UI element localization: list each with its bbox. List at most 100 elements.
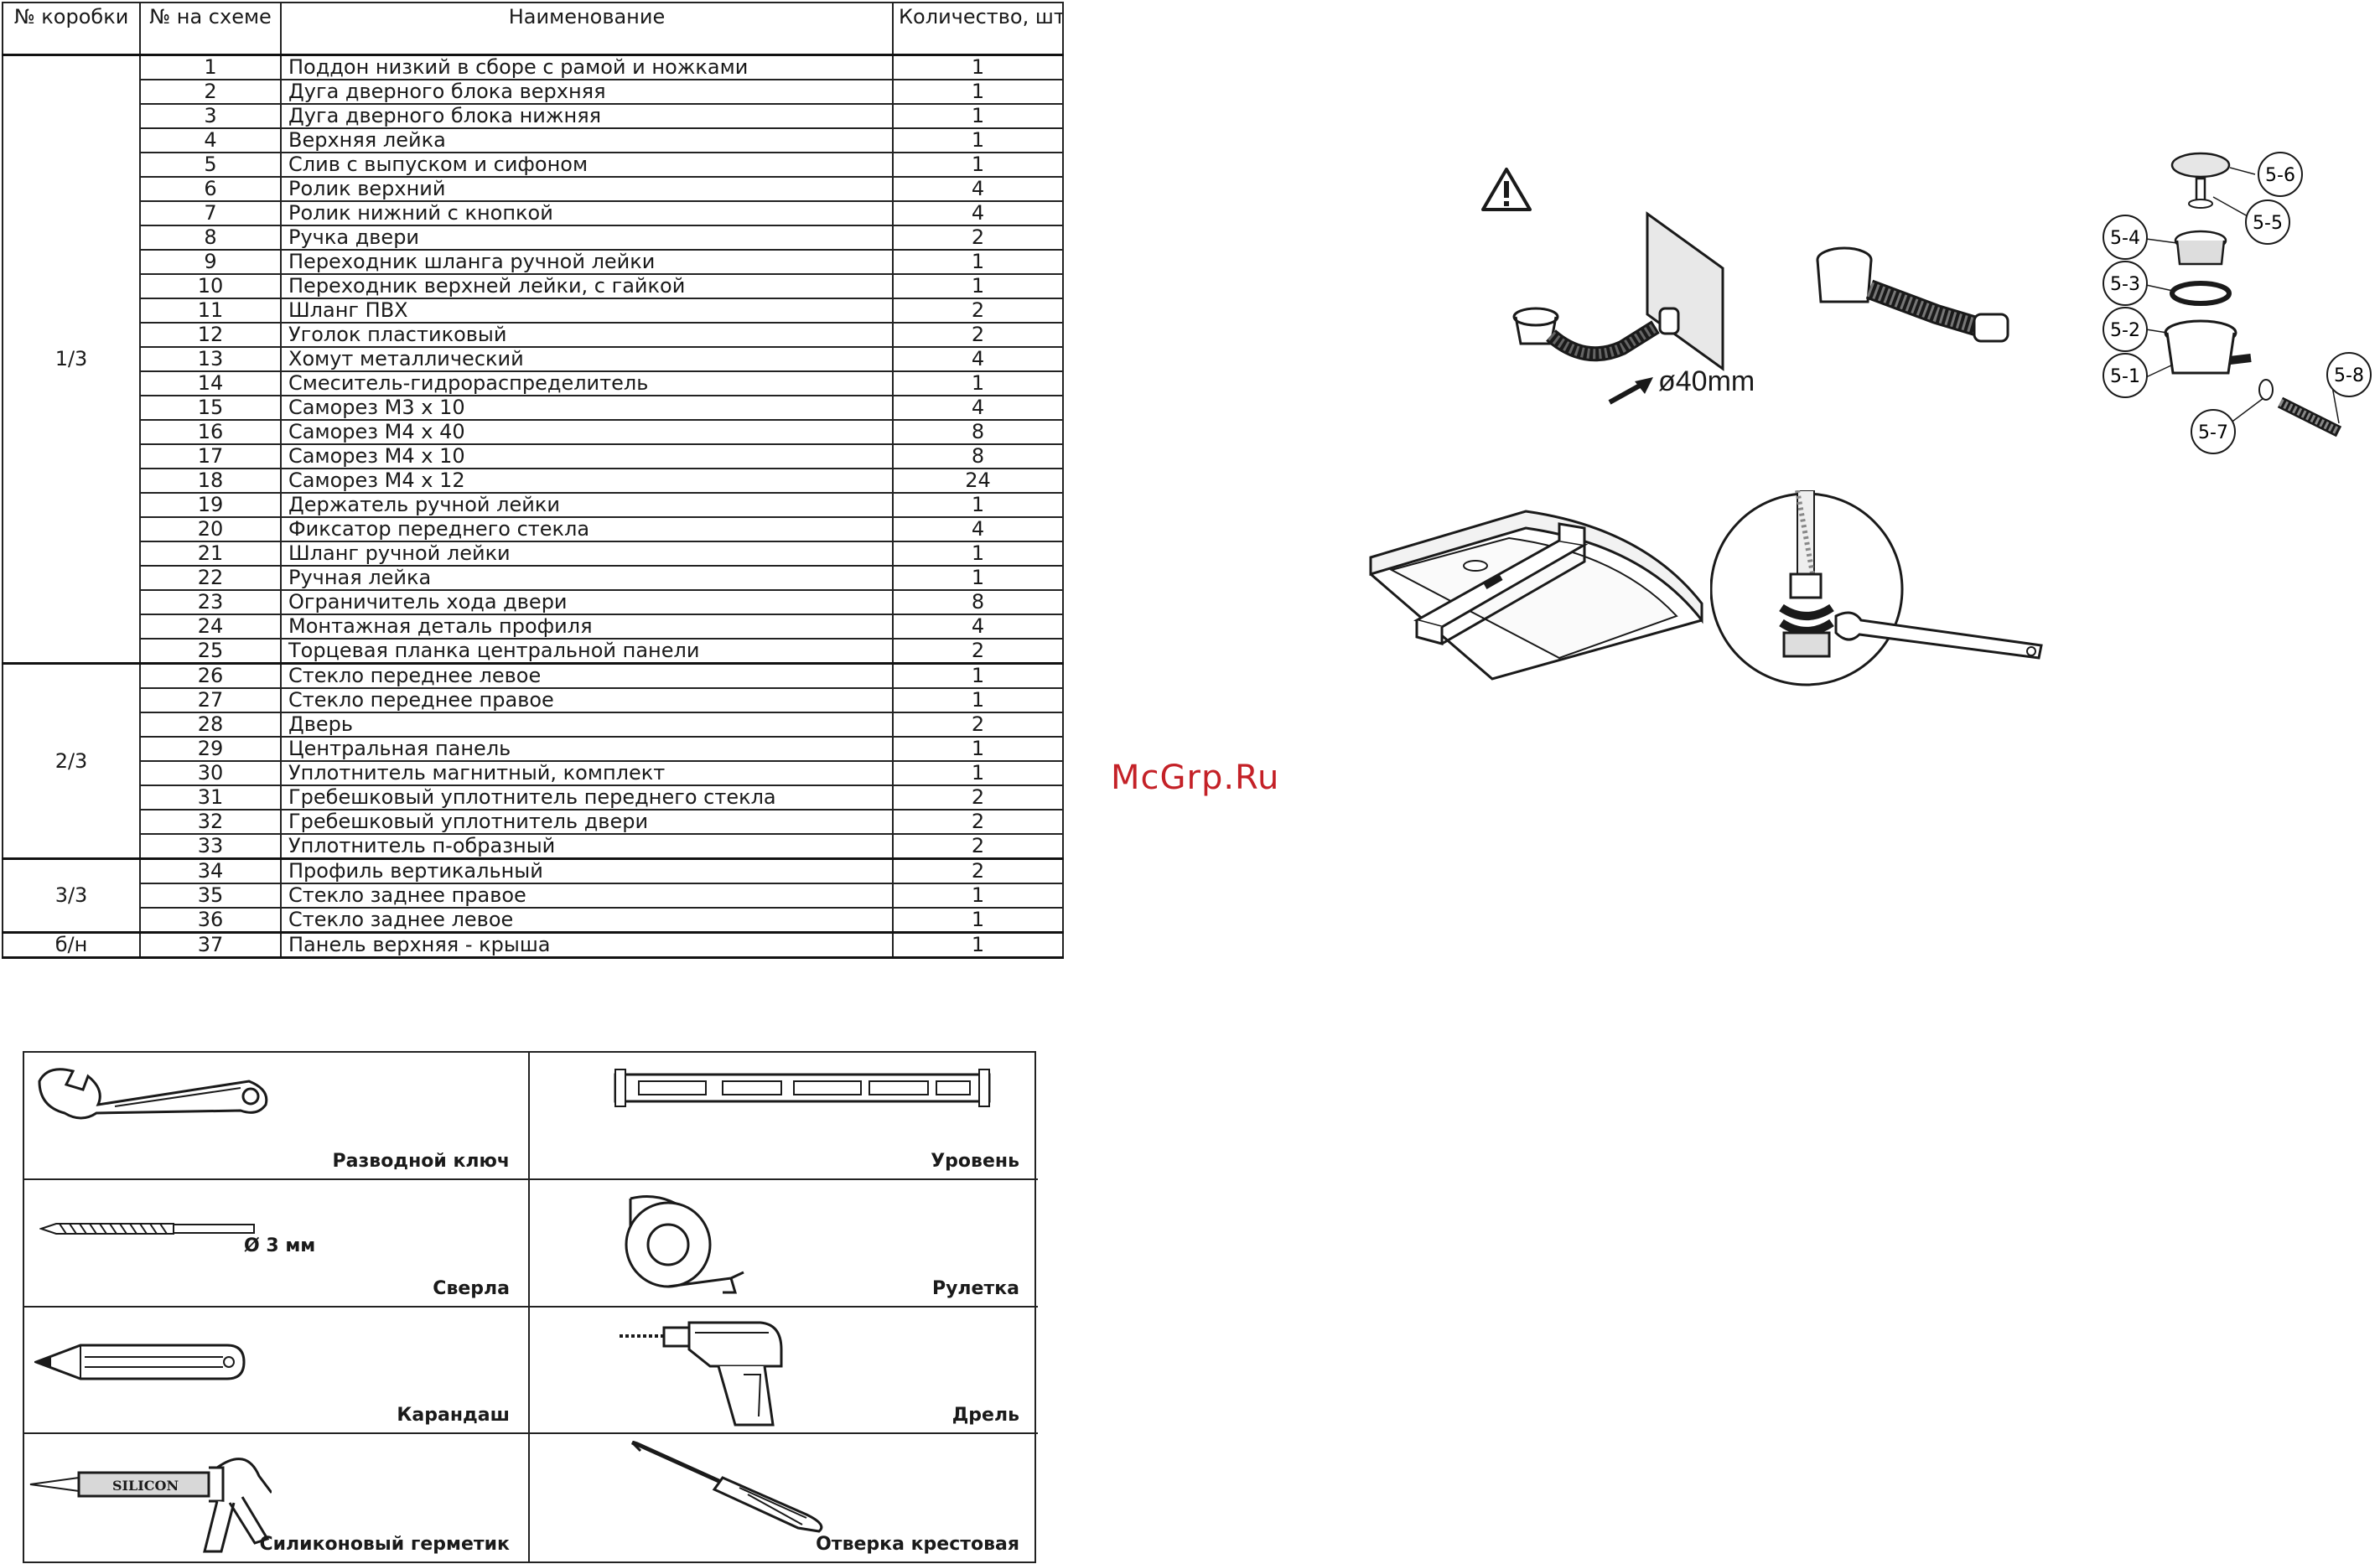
svg-text:5-7: 5-7 [2198, 422, 2228, 443]
tool-wrench: Разводной ключ [24, 1053, 530, 1180]
tool-tape: Рулетка [530, 1180, 1038, 1308]
scheme-number: 7 [139, 200, 282, 226]
scheme-number: 34 [139, 857, 282, 884]
part-name: Центральная панель [280, 736, 894, 762]
part-name: Держатель ручной лейки [280, 492, 894, 518]
part-quantity: 1 [892, 152, 1064, 178]
header-qty: Количество, шт [892, 2, 1064, 56]
tools-table: Разводной ключ Уровень Ø 3 мм Сверла [23, 1051, 1038, 1563]
callout-5-5: 5-5 [2245, 199, 2290, 245]
scheme-number: 36 [139, 907, 282, 934]
tray-level-figure [1369, 510, 1703, 681]
part-name: Ролик верхний [280, 176, 894, 202]
part-name: Ручная лейка [280, 565, 894, 591]
scheme-number: 8 [139, 225, 282, 251]
part-name: Профиль вертикальный [280, 857, 894, 884]
watermark: McGrp.Ru [1111, 759, 1280, 797]
part-quantity: 1 [892, 662, 1064, 689]
part-name: Саморез М4 х 10 [280, 443, 894, 469]
scheme-number: 35 [139, 883, 282, 909]
scheme-number: 10 [139, 273, 282, 299]
scheme-number: 29 [139, 736, 282, 762]
svg-text:5-6: 5-6 [2265, 165, 2295, 186]
box-number: 3/3 [2, 857, 141, 934]
part-quantity: 1 [892, 907, 1064, 934]
scheme-number: 23 [139, 589, 282, 615]
scheme-number: 17 [139, 443, 282, 469]
pencil-icon [34, 1344, 246, 1380]
part-name: Саморез М4 х 40 [280, 419, 894, 445]
callout-5-6: 5-6 [2258, 152, 2303, 197]
svg-text:5-8: 5-8 [2334, 365, 2364, 386]
tool-label-tape: Рулетка [931, 1277, 1019, 1299]
part-quantity: 4 [892, 346, 1064, 372]
sealant-tube-label: SILICON [112, 1478, 179, 1494]
phillips-screwdriver-icon [630, 1441, 823, 1533]
part-quantity: 4 [892, 614, 1064, 640]
scheme-number: 27 [139, 687, 282, 713]
callout-5-8: 5-8 [2326, 352, 2372, 397]
scheme-number: 32 [139, 809, 282, 835]
callout-5-1: 5-1 [2103, 353, 2148, 398]
part-quantity: 1 [892, 736, 1064, 762]
part-quantity: 2 [892, 225, 1064, 251]
box-number: 1/3 [2, 54, 141, 665]
part-name: Стекло переднее левое [280, 662, 894, 689]
part-name: Саморез М4 х 12 [280, 468, 894, 494]
part-name: Уголок пластиковый [280, 322, 894, 348]
tool-label-sealant: Силиконовый герметик [259, 1534, 510, 1555]
svg-text:5-1: 5-1 [2110, 366, 2140, 387]
part-quantity: 2 [892, 322, 1064, 348]
part-name: Переходник верхней лейки, с гайкой [280, 273, 894, 299]
scheme-number: 4 [139, 127, 282, 153]
scheme-number: 11 [139, 298, 282, 324]
scheme-number: 33 [139, 833, 282, 860]
tool-label-screwdriver: Отверка крестовая [816, 1534, 1019, 1555]
part-name: Шланг ПВХ [280, 298, 894, 324]
scheme-number: 5 [139, 152, 282, 178]
svg-text:5-4: 5-4 [2110, 228, 2140, 249]
part-quantity: 1 [892, 79, 1064, 105]
part-quantity: 8 [892, 589, 1064, 615]
part-name: Поддон низкий в сборе с рамой и ножками [280, 54, 894, 80]
part-name: Стекло переднее правое [280, 687, 894, 713]
scheme-number: 6 [139, 176, 282, 202]
parts-table: № коробки № на схеме Наименование Количе… [2, 2, 1064, 959]
scheme-number: 9 [139, 249, 282, 275]
pipe-diameter-label: ø40mm [1658, 365, 1755, 397]
part-quantity: 8 [892, 419, 1064, 445]
part-name: Дуга дверного блока верхняя [280, 79, 894, 105]
part-quantity: 1 [892, 273, 1064, 299]
parts-table-header: № коробки № на схеме Наименование Количе… [2, 2, 1064, 56]
callout-5-2: 5-2 [2103, 307, 2148, 352]
siphon-exploded-figure: 5-6 5-5 5-4 5-3 5-2 5-1 5-7 5-8 [2103, 152, 2372, 454]
scheme-number: 22 [139, 565, 282, 591]
scheme-number: 13 [139, 346, 282, 372]
adjustable-wrench-icon [38, 1068, 268, 1120]
part-name: Ограничитель хода двери [280, 589, 894, 615]
scheme-number: 19 [139, 492, 282, 518]
part-quantity: 24 [892, 468, 1064, 494]
box-number: б/н [2, 931, 141, 959]
part-quantity: 1 [892, 103, 1064, 129]
part-name: Дверь [280, 712, 894, 738]
warning-icon [1481, 168, 1532, 211]
drill-bit-size: Ø 3 мм [244, 1235, 316, 1256]
part-name: Верхняя лейка [280, 127, 894, 153]
tool-label-drill-bits: Сверла [433, 1277, 510, 1299]
tool-label-level: Уровень [931, 1150, 1019, 1172]
scheme-number: 2 [139, 79, 282, 105]
